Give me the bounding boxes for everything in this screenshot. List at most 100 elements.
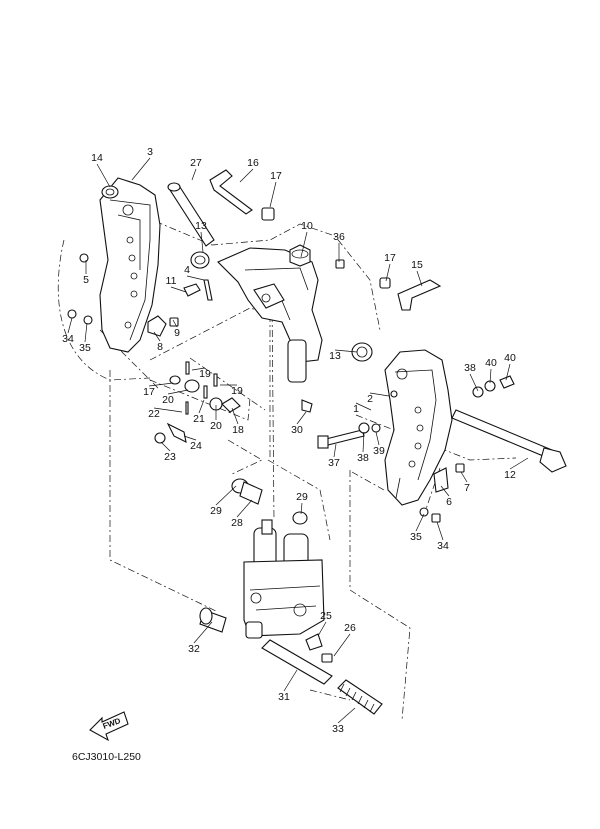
callout-number: 3 <box>147 146 153 158</box>
callout-number: 35 <box>79 342 91 354</box>
callout-14: 14 <box>91 152 111 188</box>
callout-17: 17 <box>269 170 282 208</box>
callout-number: 10 <box>301 220 313 232</box>
leader-line <box>193 621 213 644</box>
callout-number: 9 <box>174 327 180 339</box>
leader-line <box>469 373 479 392</box>
callout-number: 30 <box>291 424 303 436</box>
plate-6 <box>433 467 449 493</box>
callout-33: 33 <box>332 707 356 735</box>
callout-35: 35 <box>79 322 91 354</box>
leader-line <box>489 368 492 384</box>
plate-25 <box>305 633 323 651</box>
callout-number: 38 <box>357 452 369 464</box>
leader-line <box>333 443 337 458</box>
callout-number: 29 <box>210 505 222 517</box>
callout-12: 12 <box>504 457 529 481</box>
leader-line <box>269 181 277 208</box>
shaft-16 <box>209 169 253 215</box>
leader-line <box>296 411 307 425</box>
callout-number: 29 <box>296 491 308 503</box>
callout-6: 6 <box>440 485 452 508</box>
bushing-18 <box>221 397 241 413</box>
leader-line <box>300 502 303 515</box>
leader-line <box>131 157 151 181</box>
callout-number: 22 <box>148 408 160 420</box>
leader-line <box>337 707 356 724</box>
callout-27: 27 <box>190 157 202 181</box>
leader-line <box>186 275 205 281</box>
leader-line <box>153 407 183 413</box>
callout-40: 40 <box>485 357 497 384</box>
bushing-28 <box>239 481 263 505</box>
callout-19: 19 <box>191 367 211 380</box>
callout-number: 18 <box>232 424 244 436</box>
callout-31: 31 <box>278 669 298 703</box>
callout-number: 27 <box>190 157 202 169</box>
pin-31 <box>261 639 333 685</box>
leader-line <box>170 286 187 293</box>
callout-number: 21 <box>193 413 205 425</box>
leader-line <box>198 399 205 414</box>
leader-line <box>283 669 298 692</box>
callout-number: 14 <box>91 152 103 164</box>
callout-number: 6 <box>446 496 452 508</box>
callout-number: 31 <box>278 691 290 703</box>
callout-3: 3 <box>131 146 153 181</box>
leader-line <box>355 402 372 411</box>
callout-number: 23 <box>164 451 176 463</box>
swivel-bracket <box>217 244 323 383</box>
callout-number: 5 <box>83 274 89 286</box>
forward-arrow-icon: FWD <box>89 711 129 742</box>
leader-line <box>231 407 239 425</box>
callout-36: 36 <box>333 231 345 262</box>
leader-line <box>172 319 178 328</box>
callout-8: 8 <box>153 331 163 353</box>
callout-9: 9 <box>172 319 180 339</box>
leader-line <box>84 322 88 343</box>
callout-5: 5 <box>83 260 89 286</box>
callout-number: 39 <box>373 445 385 457</box>
callout-26: 26 <box>333 622 356 657</box>
callout-17: 17 <box>384 252 396 282</box>
clip-24 <box>166 422 187 443</box>
callout-39: 39 <box>373 431 385 457</box>
leader-line <box>375 431 380 446</box>
bracket-15 <box>397 279 442 311</box>
callout-10: 10 <box>300 220 313 258</box>
callout-16: 16 <box>239 157 259 183</box>
leader-line <box>153 331 161 342</box>
callout-number: 16 <box>247 157 259 169</box>
callout-number: 40 <box>485 357 497 369</box>
callout-15: 15 <box>411 259 423 287</box>
leader-line <box>333 633 351 657</box>
callout-number: 35 <box>410 531 422 543</box>
callout-13: 13 <box>329 349 358 362</box>
leader-line <box>460 471 468 483</box>
callout-number: 1 <box>353 403 359 415</box>
callout-number: 7 <box>464 482 470 494</box>
callout-number: 11 <box>166 275 177 287</box>
callout-number: 8 <box>157 341 163 353</box>
callout-number: 32 <box>188 643 200 655</box>
drawing-code: 6CJ3010-L250 <box>72 751 141 763</box>
callout-2: 2 <box>367 392 390 405</box>
leader-line <box>300 231 308 258</box>
callout-23: 23 <box>160 441 176 463</box>
callout-number: 17 <box>270 170 282 182</box>
leader-line <box>183 435 197 441</box>
callout-17: 17 <box>143 382 174 398</box>
spring-33 <box>337 679 383 715</box>
callout-number: 13 <box>329 350 341 362</box>
callout-25: 25 <box>317 610 332 637</box>
callout-number: 24 <box>190 440 202 452</box>
callout-number: 36 <box>333 231 345 243</box>
clamp-bracket-right <box>384 349 453 506</box>
callout-number: 13 <box>195 220 207 232</box>
callout-number: 37 <box>328 457 340 469</box>
callout-28: 28 <box>231 499 253 529</box>
callout-34: 34 <box>62 317 74 345</box>
callout-number: 28 <box>231 517 243 529</box>
